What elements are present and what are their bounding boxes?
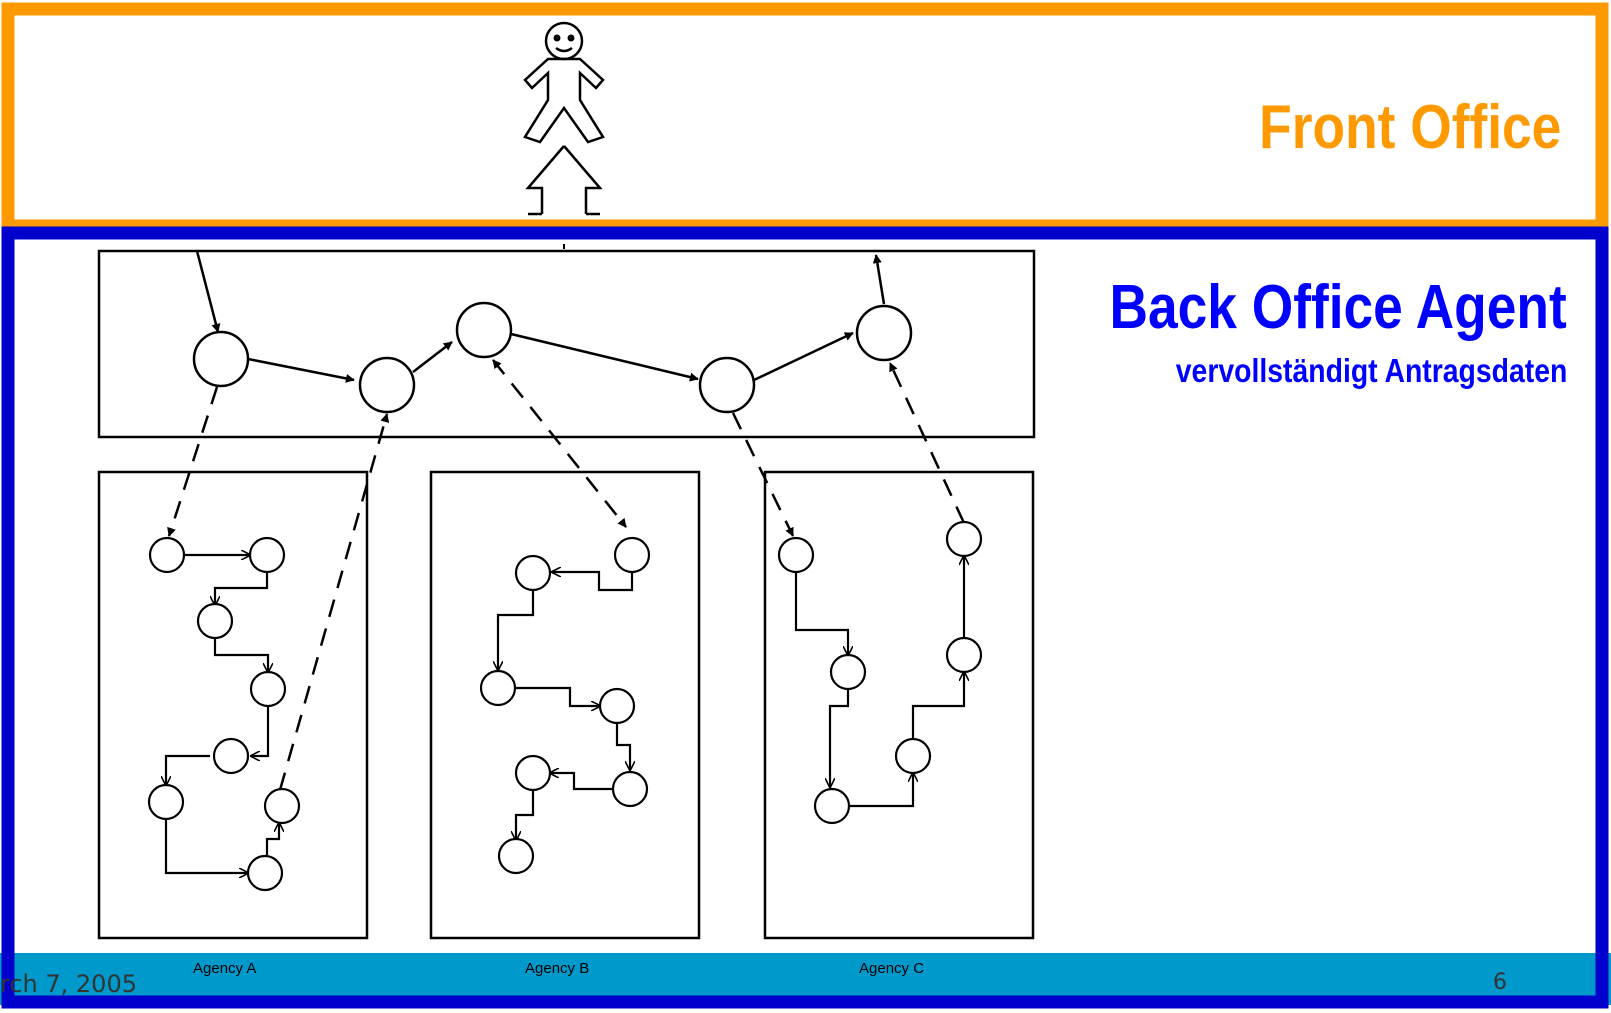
footer-date: rch 7, 2005 — [0, 970, 137, 998]
back-office-title: Back Office Agent — [1109, 273, 1567, 342]
user-figure-icon — [523, 21, 605, 144]
agency-a-node — [246, 854, 284, 892]
agency-b-node — [514, 754, 552, 792]
dashed-link-a-out — [167, 386, 219, 537]
agency-b-node — [613, 536, 651, 574]
agency-a-node — [147, 783, 185, 821]
front-office-frame — [1, 2, 1609, 233]
incoming-arrow — [195, 250, 221, 333]
agency-c-node — [813, 787, 851, 825]
dashed-link-b — [492, 359, 627, 528]
double-arrow-icon — [525, 145, 603, 216]
agency-c-node — [945, 636, 983, 674]
agency-c-node — [777, 536, 815, 574]
agency-c-node — [829, 653, 867, 691]
agency-a-node — [248, 536, 286, 574]
agency-a-node — [148, 536, 186, 574]
process-node — [855, 304, 913, 362]
agency-c-node — [894, 737, 932, 775]
process-node — [192, 330, 250, 388]
flow-arrow-3 — [510, 332, 699, 382]
agency-b-node — [479, 669, 517, 707]
agency-c-label: Agency C — [859, 960, 925, 977]
agency-a-node — [212, 737, 250, 775]
process-node — [358, 356, 416, 414]
front-office-title: Front Office — [1258, 93, 1561, 162]
footer-page-number: 6 — [1493, 970, 1507, 995]
dashed-link-a-in — [278, 413, 390, 791]
flow-arrow-4 — [753, 331, 854, 382]
agency-c-node — [945, 520, 983, 558]
agency-b-label: Agency B — [525, 960, 590, 977]
dashed-link-c-out — [731, 412, 795, 537]
agency-b-box — [429, 470, 701, 940]
agency-a-node — [196, 602, 234, 640]
process-node — [698, 356, 756, 414]
back-office-subtitle: vervollständigt Antragsdaten — [1175, 352, 1567, 389]
agency-b-node — [514, 554, 552, 592]
agency-a-label: Agency A — [193, 960, 257, 977]
agency-b-node — [598, 687, 636, 725]
outgoing-arrow — [872, 254, 886, 305]
agency-a-box — [97, 470, 369, 940]
agency-b-node — [497, 837, 535, 875]
agency-a-node — [263, 787, 301, 825]
flow-arrow-2 — [412, 341, 453, 373]
process-node — [455, 301, 513, 359]
agency-b-node — [611, 770, 649, 808]
agency-a-node — [249, 670, 287, 708]
flow-arrow-1 — [247, 357, 355, 383]
back-office-frame — [1, 226, 1609, 1009]
